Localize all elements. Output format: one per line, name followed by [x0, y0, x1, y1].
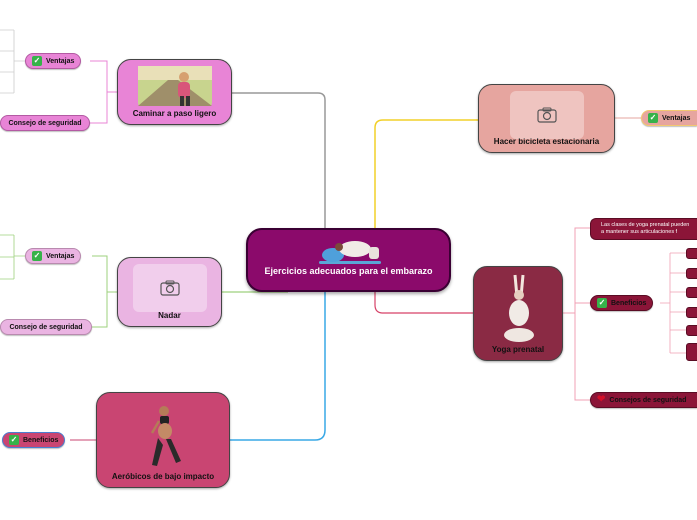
nadar-ventajas[interactable]: ✓ Ventajas: [25, 248, 82, 264]
node-caminar[interactable]: Caminar a paso ligero: [117, 59, 232, 125]
yoga-beneficio-item[interactable]: [686, 343, 697, 361]
yoga-image: [504, 274, 534, 342]
yoga-beneficio-item[interactable]: [686, 268, 697, 279]
check-icon: ✓: [648, 113, 658, 123]
caminar-consejo-label: Consejo de seguridad: [8, 119, 82, 127]
caminar-ventajas-label: Ventajas: [46, 57, 75, 65]
central-topic[interactable]: Ejercicios adecuados para el embarazo: [246, 228, 451, 292]
camera-icon: [537, 107, 557, 123]
yoga-beneficio-item[interactable]: [686, 287, 697, 298]
aerobics-image: [150, 406, 181, 466]
yoga-beneficio-item[interactable]: [686, 307, 697, 318]
nadar-consejo[interactable]: Consejo de seguridad: [0, 319, 92, 335]
node-bicicleta[interactable]: Hacer bicicleta estacionaria: [478, 84, 615, 153]
node-yoga[interactable]: Yoga prenatal: [473, 266, 563, 361]
bicicleta-ventajas-label: Ventajas: [662, 114, 691, 122]
yoga-beneficios[interactable]: ✓ Beneficios: [590, 295, 654, 311]
yoga-beneficio-item[interactable]: [686, 325, 697, 336]
camera-icon: [160, 280, 180, 296]
yoga-note[interactable]: Las clases de yoga prenatal pueden a man…: [590, 218, 697, 240]
node-nadar-label: Nadar: [158, 311, 181, 320]
node-aerobicos[interactable]: Aeróbicos de bajo impacto: [96, 392, 230, 488]
node-caminar-label: Caminar a paso ligero: [132, 109, 217, 118]
yoga-consejos[interactable]: ❤ Consejos de seguridad: [590, 392, 697, 408]
node-aerobicos-label: Aeróbicos de bajo impacto: [111, 472, 215, 481]
node-bicicleta-label: Hacer bicicleta estacionaria: [493, 137, 600, 146]
check-icon: ✓: [32, 56, 42, 66]
nadar-image-placeholder: [133, 264, 207, 312]
walking-photo: [138, 66, 212, 106]
yoga-beneficios-label: Beneficios: [611, 299, 647, 307]
nadar-consejo-label: Consejo de seguridad: [9, 323, 83, 331]
node-nadar[interactable]: Nadar: [117, 257, 222, 327]
check-icon: ✓: [32, 251, 42, 261]
aerobicos-beneficios[interactable]: ✓ Beneficios: [2, 432, 66, 448]
heart-icon: ❤: [597, 394, 606, 405]
yoga-beneficio-item[interactable]: [686, 248, 697, 259]
bicicleta-ventajas[interactable]: ✓ Ventajas: [641, 110, 697, 126]
node-yoga-label: Yoga prenatal: [491, 345, 545, 354]
caminar-ventajas[interactable]: ✓ Ventajas: [25, 53, 82, 69]
bicicleta-image-placeholder: [510, 91, 584, 139]
yoga-note-line-2: a mantener sus articulaciones f: [601, 229, 678, 235]
check-icon: ✓: [597, 298, 607, 308]
yoga-consejos-label: Consejos de seguridad: [609, 396, 687, 404]
central-topic-label: Ejercicios adecuados para el embarazo: [264, 266, 433, 276]
nadar-ventajas-label: Ventajas: [46, 252, 75, 260]
yoga-note-line-1: Las clases de yoga prenatal pueden: [601, 222, 690, 228]
caminar-consejo[interactable]: Consejo de seguridad: [0, 115, 90, 131]
aerobicos-beneficios-label: Beneficios: [23, 436, 59, 444]
pregnant-exercise-image: [319, 241, 381, 264]
check-icon: ✓: [9, 435, 19, 445]
